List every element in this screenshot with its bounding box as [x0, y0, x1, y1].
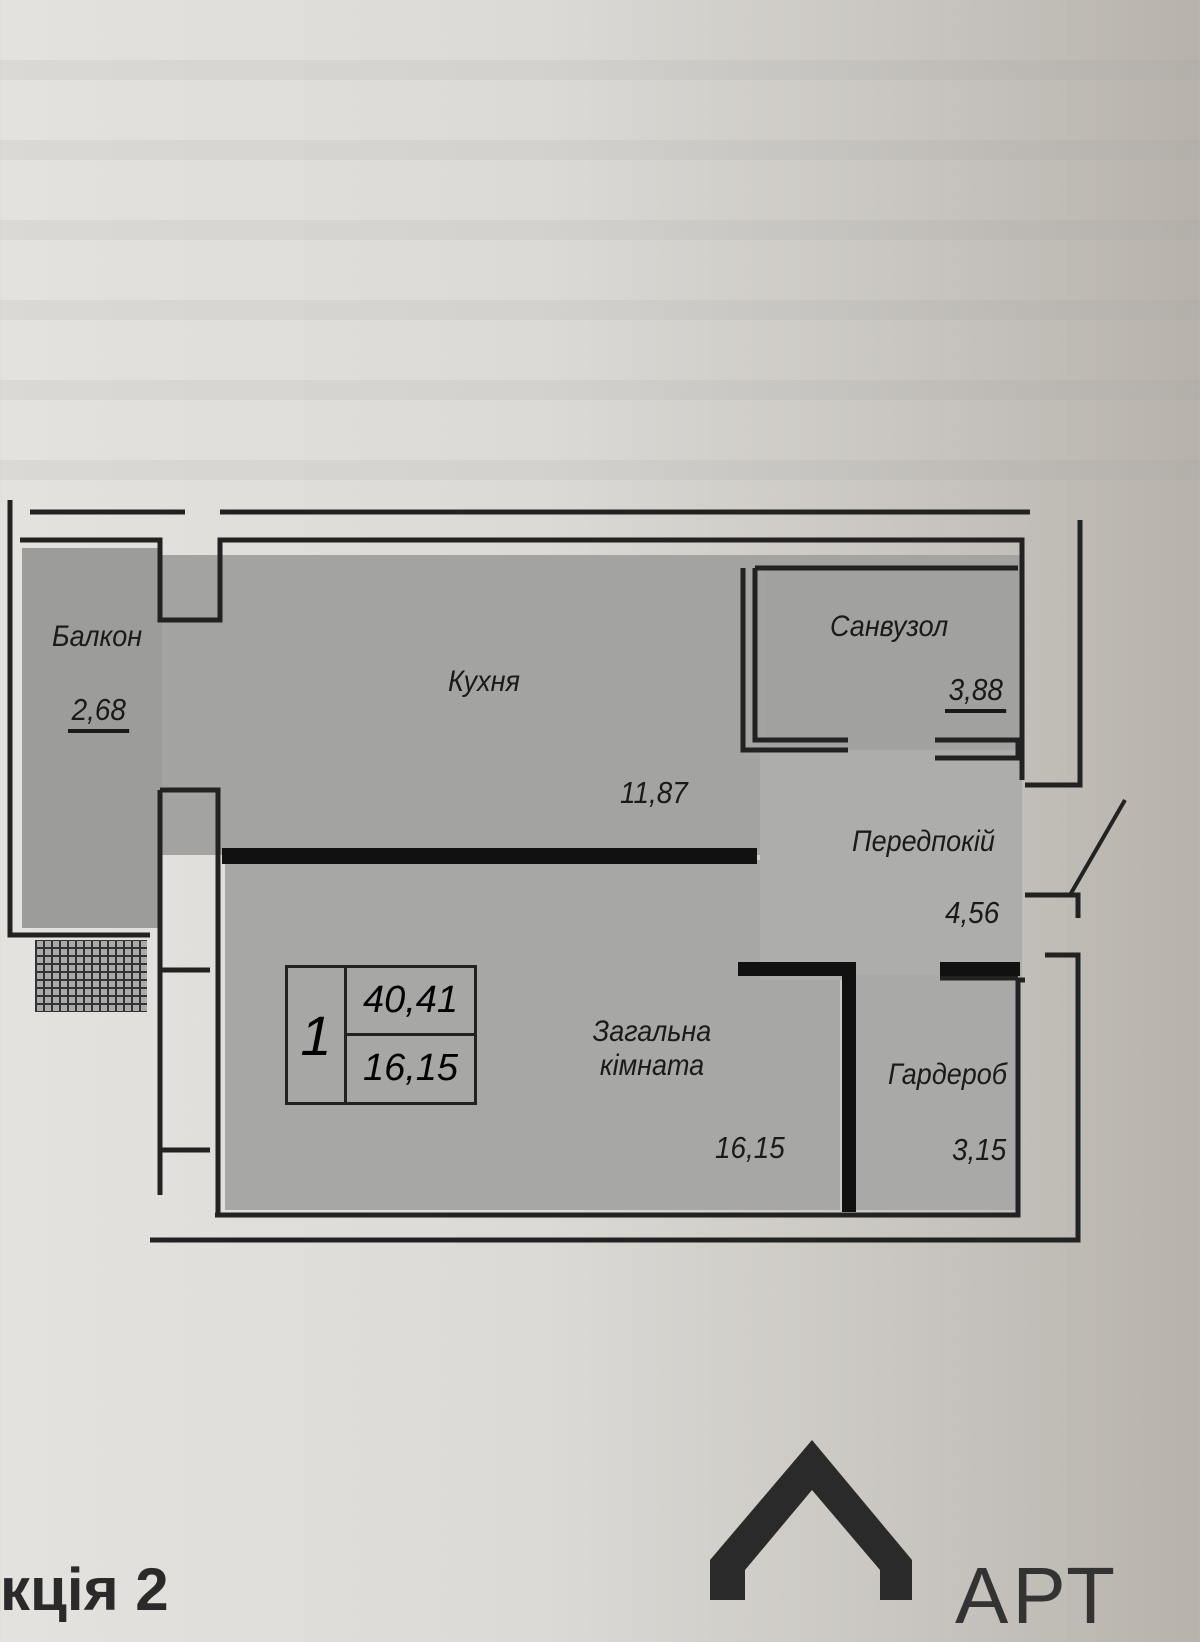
balcony-area — [22, 548, 162, 928]
room-area-balcony: 2,68 — [68, 692, 130, 733]
room-area-bathroom: 3,88 — [945, 672, 1007, 713]
room-area-hall: 4,56 — [945, 895, 1000, 930]
room-label-kitchen: Кухня — [448, 665, 520, 698]
section-caption: кція 2 — [0, 1556, 169, 1623]
bathroom-area — [765, 570, 1020, 745]
main-room-area — [225, 860, 840, 1210]
room-label-hall: Передпокій — [852, 825, 995, 858]
logo-icon — [710, 1440, 912, 1600]
room-area-kitchen: 11,87 — [620, 775, 688, 810]
room-area-main-room: 16,15 — [715, 1130, 785, 1165]
ventilation-hatch — [35, 940, 147, 1012]
room-label-main-room: Загальна кімната — [592, 1015, 712, 1082]
wardrobe-area — [855, 975, 1020, 1210]
room-label-balcony: Балкон — [52, 620, 143, 653]
room-area-wardrobe: 3,15 — [952, 1132, 1007, 1167]
apartment-summary-box: 1 40,41 16,15 — [285, 965, 477, 1105]
living-area: 16,15 — [362, 1047, 459, 1089]
hall-partition — [940, 962, 1020, 976]
wardrobe-partition-top — [738, 962, 856, 976]
entrance-door — [1068, 798, 1127, 897]
logo-text: АРТ — [955, 1551, 1119, 1640]
total-area: 40,41 — [347, 968, 474, 1036]
room-label-wardrobe: Гардероб — [888, 1058, 1007, 1091]
room-label-bathroom: Санвузол — [830, 610, 949, 643]
kitchen-room-partition — [222, 848, 757, 864]
wardrobe-partition-side — [842, 962, 856, 1212]
hall-area — [760, 750, 1022, 980]
floor-plan — [7, 500, 1127, 1600]
background-text-ghost — [0, 0, 1200, 480]
rooms-count: 1 — [288, 968, 347, 1102]
walls — [7, 500, 1083, 1243]
